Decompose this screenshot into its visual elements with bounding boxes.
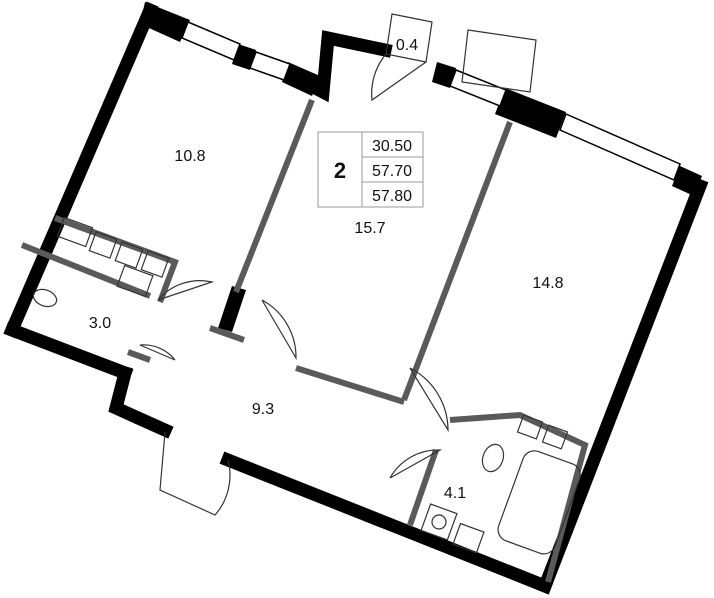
room-area-bedroom-left: 10.8	[174, 148, 205, 165]
fixtures	[32, 216, 581, 555]
total-area: 57.70	[372, 163, 412, 180]
room-area-balcony: 0.4	[396, 37, 418, 54]
outer-walls	[3, 1, 709, 595]
total-area-with-balcony: 57.80	[372, 188, 412, 205]
inner-walls	[20, 98, 589, 583]
area-summary-table: 2 30.50 57.70 57.80	[317, 131, 424, 208]
room-area-hallway: 9.3	[252, 401, 274, 418]
rooms-count: 2	[334, 158, 346, 183]
doors	[139, 280, 449, 516]
room-area-bedroom-right: 14.8	[532, 275, 563, 292]
living-area: 30.50	[372, 138, 412, 155]
wall-blocks	[140, 2, 702, 332]
room-area-toilet: 3.0	[89, 315, 111, 332]
windows	[181, 21, 681, 182]
room-area-living-room: 15.7	[354, 220, 385, 237]
room-area-bathroom: 4.1	[444, 485, 466, 502]
balcony	[371, 13, 537, 102]
